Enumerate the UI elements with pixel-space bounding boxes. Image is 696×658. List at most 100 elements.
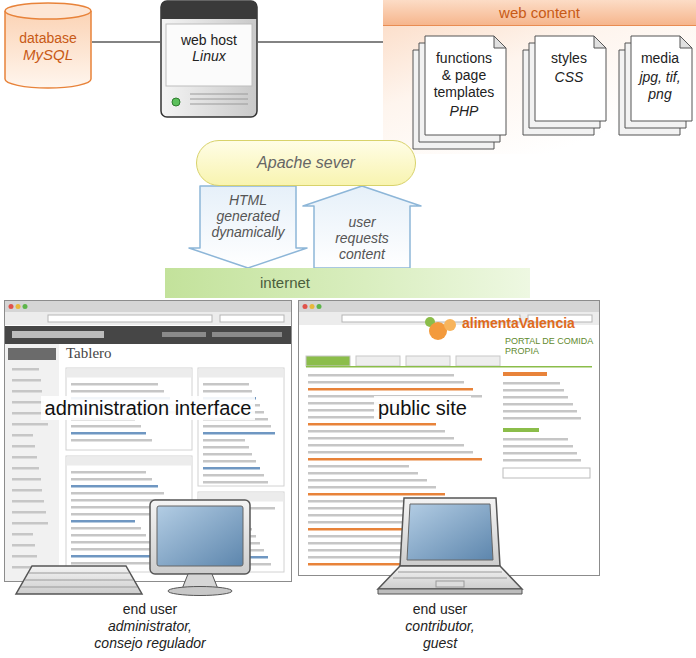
text-line (503, 382, 560, 385)
text-line (12, 456, 37, 459)
page-sheet (535, 36, 606, 121)
text-line (308, 507, 464, 510)
logo-orange (444, 319, 456, 331)
text-group: public site (374, 396, 471, 420)
laptop-screen (407, 504, 493, 560)
file-stack: functions & page templatesPHP (413, 36, 507, 150)
page-sheet (425, 36, 506, 135)
text-line (203, 563, 271, 566)
text-line (308, 486, 436, 489)
text-line (308, 388, 473, 391)
window-button (16, 304, 21, 309)
text-line (71, 548, 158, 551)
nav-tab (356, 356, 400, 366)
window-button (317, 304, 322, 309)
text-line (12, 522, 48, 525)
panel-header (67, 369, 192, 378)
text-line (71, 555, 164, 558)
text-line (203, 507, 275, 510)
menu-highlight (8, 348, 56, 360)
nav-rule (306, 366, 592, 368)
server-cap (161, 11, 257, 19)
admin-shape (4, 300, 292, 582)
text-line (308, 528, 409, 531)
node-sublabel: Linux (168, 48, 250, 64)
text-line (203, 425, 271, 428)
nav-tab (456, 356, 500, 366)
browser-frame (299, 301, 600, 576)
text-line (12, 401, 44, 404)
text-line (71, 471, 146, 474)
node-label: functions & page templates (431, 50, 497, 101)
text-line (308, 451, 473, 454)
text-line (308, 542, 427, 545)
dashboard-panel (198, 368, 284, 486)
user-role: end user (365, 601, 515, 618)
text-line (308, 465, 409, 468)
text-line (71, 492, 164, 495)
text-line (71, 478, 152, 481)
text-line (308, 430, 445, 433)
node-label: Apache sever (257, 154, 355, 172)
text-line (503, 389, 564, 392)
text-group: web hostLinux (168, 32, 250, 64)
text-line (12, 445, 35, 448)
text-group: stylesCSS (541, 50, 597, 86)
text-line (503, 452, 577, 455)
server-vents (190, 94, 248, 104)
text-line (203, 460, 256, 463)
connector-line (92, 41, 160, 43)
monitor-screen (157, 506, 243, 566)
text-line (12, 511, 46, 514)
text-line (503, 410, 577, 413)
node-sublabel: CSS (541, 69, 597, 86)
laptop-computer (378, 498, 522, 594)
text-line (203, 467, 260, 470)
monitor-base (168, 587, 232, 596)
text-line (308, 549, 436, 552)
text-line (308, 472, 418, 475)
text-line (203, 556, 268, 559)
text-line (203, 542, 260, 545)
text-group: Apache sever (197, 141, 415, 185)
block-arrow (189, 186, 307, 268)
text-line (503, 403, 573, 406)
site-tagline: PORTAL DE COMIDA PROPIA (505, 336, 593, 356)
text-line (203, 383, 249, 386)
text-line (12, 489, 42, 492)
search-field (220, 315, 284, 322)
title-bar (5, 301, 291, 312)
monitor-case (150, 500, 250, 574)
text-group: web content (383, 0, 696, 26)
text-line (12, 533, 33, 536)
admin-menu (5, 344, 59, 581)
sidebar-heading (503, 428, 539, 432)
text-line (203, 446, 249, 449)
node-label: internet (260, 268, 310, 298)
panel-header (67, 457, 192, 466)
sidebar-heading (503, 372, 547, 376)
header-link (162, 332, 206, 337)
text-line (71, 439, 152, 442)
nav-tab (406, 356, 450, 366)
text-line (203, 481, 268, 484)
server-face (166, 24, 252, 86)
dashboard-panel (198, 492, 284, 572)
laptop-touchpad (436, 581, 464, 587)
text-group: administration interface (4, 396, 292, 420)
window-button (310, 304, 315, 309)
text-line (203, 549, 264, 552)
header-link (212, 332, 282, 337)
page-fold (680, 36, 692, 48)
block-arrow (303, 186, 421, 268)
text-line (308, 423, 436, 426)
text-line (71, 513, 181, 516)
text-line (503, 396, 568, 399)
text-line (203, 453, 252, 456)
page-sheet (631, 36, 692, 121)
panel-header (199, 369, 284, 378)
monitor-stand (182, 574, 218, 589)
text-line (308, 381, 464, 384)
text-line (12, 544, 35, 547)
text-line (71, 541, 152, 544)
